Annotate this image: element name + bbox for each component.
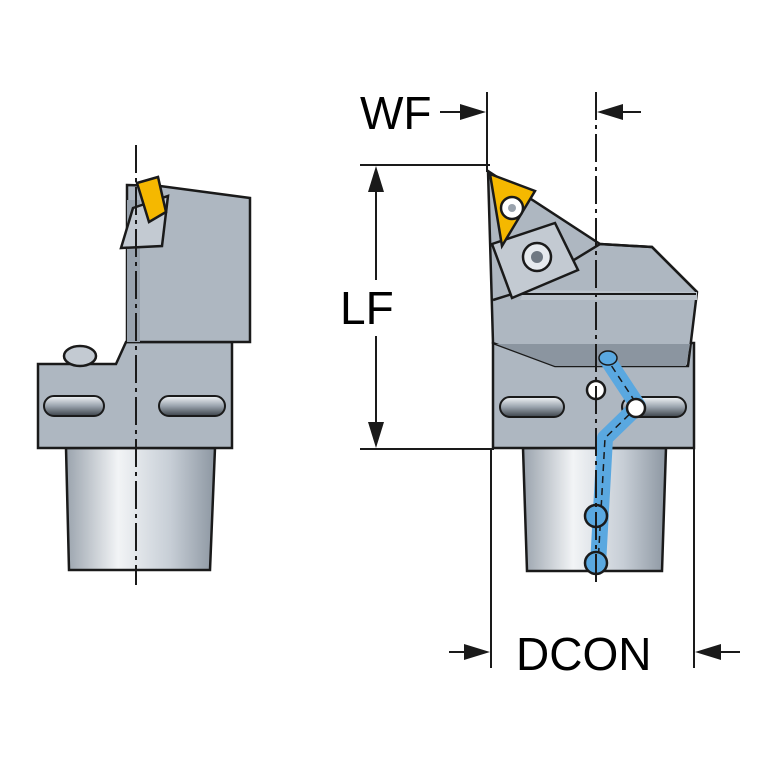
side-slot-left [43, 395, 105, 417]
lf-arrowhead-top [368, 166, 384, 192]
front-slot-left [499, 396, 565, 418]
dcon-arrowhead-right [695, 644, 721, 660]
coolant-port-1 [625, 397, 647, 419]
lf-label: LF [340, 282, 394, 334]
wf-arrowhead-right [597, 104, 623, 120]
side-insert [135, 175, 168, 224]
lf-arrowhead-bottom [368, 422, 384, 448]
front-view [486, 92, 699, 585]
dcon-arrowhead-left [464, 644, 490, 660]
wf-arrowhead-left [460, 104, 486, 120]
dcon-label: DCON [516, 628, 651, 680]
front-band [496, 344, 690, 366]
coolant-top [598, 350, 618, 366]
dimensions [360, 92, 740, 668]
side-view [36, 145, 252, 585]
insert-screw-center [508, 204, 516, 212]
side-slot-right [158, 395, 226, 417]
coolant-channel-dashes [597, 355, 639, 566]
side-knob [62, 344, 98, 368]
side-shank [64, 446, 217, 572]
arrow-icon [368, 104, 721, 660]
torx-screw-icon [521, 241, 553, 273]
wf-label: WF [360, 87, 432, 139]
